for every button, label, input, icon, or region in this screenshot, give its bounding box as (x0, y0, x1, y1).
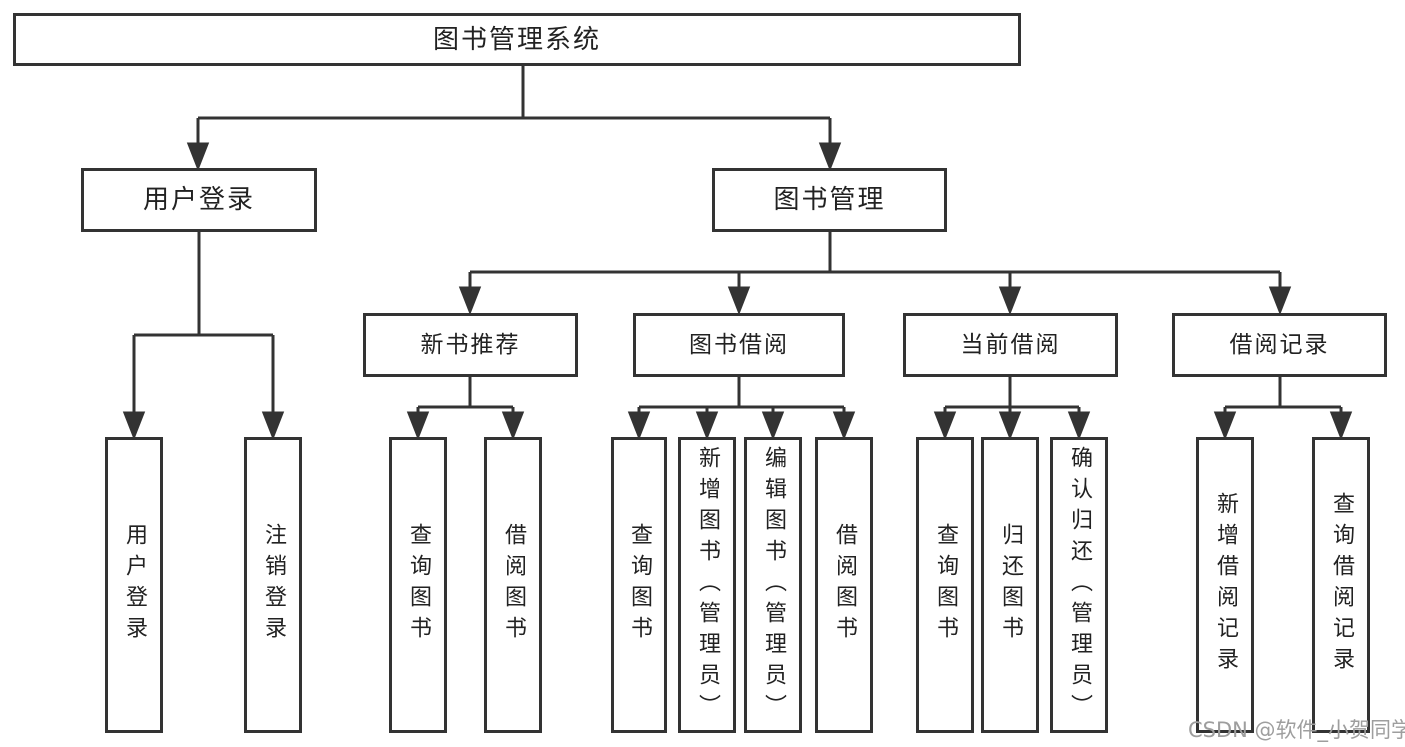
node-label: 当前借阅 (960, 331, 1061, 358)
csdn-watermark: CSDN @软件_小贺同学 (1188, 718, 1405, 742)
leaf-confirm-return-admin: 确认归还（管理员） (1050, 437, 1108, 733)
arrowhead (727, 286, 751, 316)
arrowhead (933, 411, 957, 441)
connector-current-borrow-children (933, 377, 1091, 441)
node-label: 图书管理系统 (432, 24, 601, 55)
node-label: 注销登录 (261, 523, 286, 647)
node-label: 查询图书 (406, 523, 431, 647)
connector-book-management-children (458, 232, 1292, 316)
node-label: 借阅记录 (1229, 331, 1330, 358)
arrowhead (501, 411, 525, 441)
arrowhead (1329, 411, 1353, 441)
connector-root-to-level2 (186, 66, 842, 172)
leaf-borrow-books-newbook: 借阅图书 (484, 437, 542, 733)
node-label: 查询图书 (933, 523, 958, 647)
leaf-query-books-current: 查询图书 (916, 437, 974, 733)
leaf-add-borrow-record: 新增借阅记录 (1196, 437, 1254, 733)
node-label: 图书管理 (773, 185, 886, 215)
arrowhead (998, 411, 1022, 441)
node-label: 图书借阅 (689, 331, 789, 358)
connector-borrow-records-children (1213, 376, 1353, 441)
arrowhead (818, 142, 842, 172)
node-label: 新增图书（管理员） (695, 445, 720, 725)
arrowhead (406, 411, 430, 441)
arrowhead (186, 142, 210, 172)
node-new-book-recommend: 新书推荐 (363, 313, 578, 377)
node-label: 用户登录 (142, 185, 255, 215)
arrowhead (122, 411, 146, 441)
node-label: 用户登录 (122, 523, 147, 647)
leaf-add-book-admin: 新增图书（管理员） (678, 437, 736, 733)
connector-book-borrow-children (627, 377, 856, 441)
node-label: 编辑图书（管理员） (761, 445, 786, 725)
node-label: 确认归还（管理员） (1067, 445, 1092, 725)
leaf-query-books-newbook: 查询图书 (389, 437, 447, 733)
node-book-borrow: 图书借阅 (633, 313, 845, 377)
leaf-borrow-books-borrow: 借阅图书 (815, 437, 873, 733)
leaf-edit-book-admin: 编辑图书（管理员） (744, 437, 802, 733)
node-library-management-system: 图书管理系统 (13, 13, 1021, 66)
leaf-return-book: 归还图书 (981, 437, 1039, 733)
node-user-login: 用户登录 (81, 168, 317, 232)
connector-user-login-children (122, 232, 285, 441)
node-label: 查询借阅记录 (1329, 492, 1354, 678)
arrowhead (261, 411, 285, 441)
leaf-query-borrow-record: 查询借阅记录 (1312, 437, 1370, 733)
arrowhead (458, 286, 482, 316)
leaf-query-books-borrow: 查询图书 (611, 437, 667, 733)
arrowhead (627, 411, 651, 441)
node-label: 新书推荐 (420, 331, 521, 358)
connector-new-book-children (406, 377, 525, 441)
arrowhead (1213, 411, 1237, 441)
arrowhead (1067, 411, 1091, 441)
node-book-management: 图书管理 (712, 168, 947, 232)
arrowhead (695, 411, 719, 441)
arrowhead (1268, 286, 1292, 316)
node-label: 新增借阅记录 (1213, 492, 1238, 678)
arrowhead (998, 286, 1022, 316)
node-borrow-records: 借阅记录 (1172, 313, 1387, 377)
arrowhead (832, 411, 856, 441)
leaf-logout: 注销登录 (244, 437, 302, 733)
node-current-borrow: 当前借阅 (903, 313, 1118, 377)
node-label: 借阅图书 (832, 523, 857, 647)
leaf-user-login: 用户登录 (105, 437, 163, 733)
node-label: 借阅图书 (501, 523, 526, 647)
node-label: 查询图书 (627, 523, 652, 647)
node-label: 归还图书 (998, 523, 1023, 647)
arrowhead (761, 411, 785, 441)
